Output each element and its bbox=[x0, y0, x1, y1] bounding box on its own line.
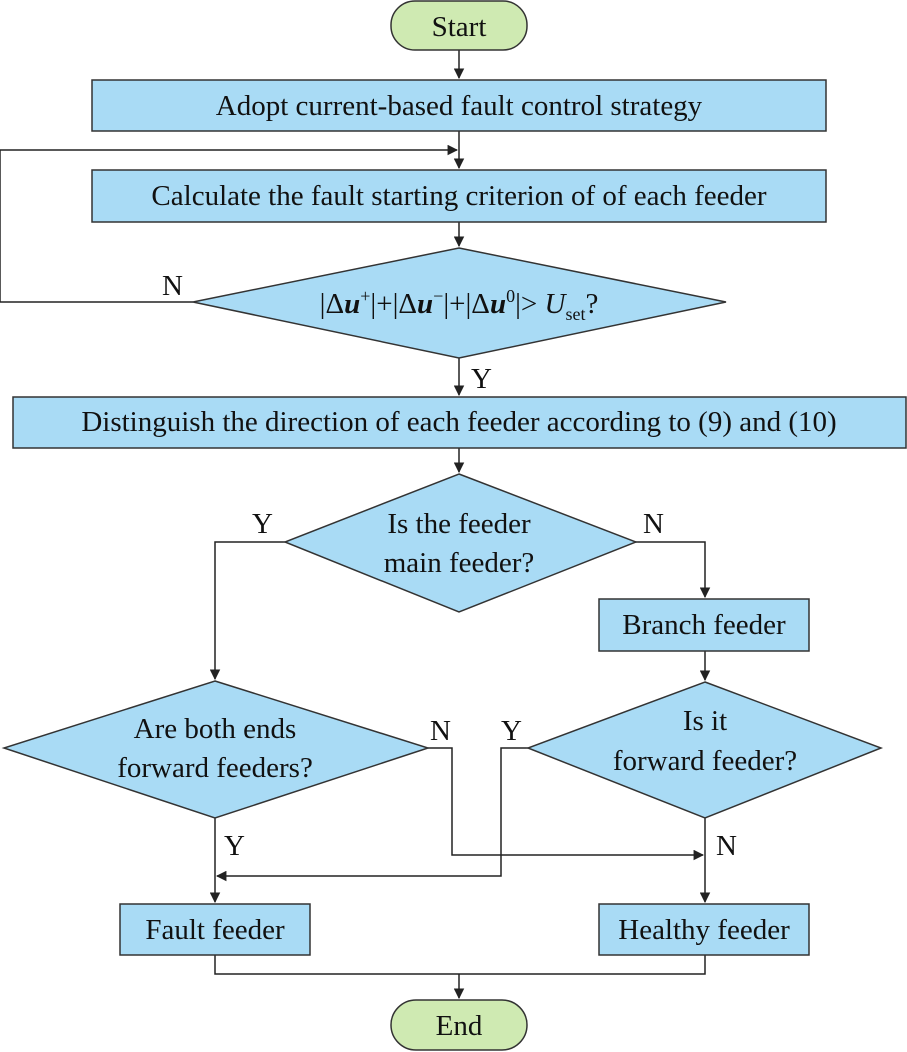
forward-feeder-line2: forward feeder? bbox=[613, 745, 797, 777]
end-terminal: End bbox=[390, 999, 528, 1051]
main-feeder-line2: main feeder? bbox=[384, 547, 535, 579]
label-both-y: Y bbox=[224, 830, 245, 862]
start-label: Start bbox=[432, 11, 487, 43]
edges bbox=[0, 50, 711, 1000]
end-label: End bbox=[436, 1010, 483, 1042]
branch-feeder-box: Branch feeder bbox=[598, 598, 810, 652]
both-ends-line1: Are both ends bbox=[134, 713, 297, 745]
forward-feeder-line1: Is it bbox=[683, 705, 727, 737]
main-feeder-decision: Is the feeder main feeder? bbox=[282, 473, 639, 613]
start-terminal: Start bbox=[390, 0, 528, 51]
edge-merge bbox=[214, 955, 706, 975]
healthy-feeder-box: Healthy feeder bbox=[598, 903, 810, 956]
main-feeder-line1: Is the feeder bbox=[387, 508, 531, 540]
edge-criterion-loop-n bbox=[0, 144, 459, 303]
criterion-decision: |Δu+|+|Δu−|+|Δu0|> Uset? bbox=[192, 247, 727, 359]
label-main-y: Y bbox=[252, 508, 273, 540]
fault-feeder-label: Fault feeder bbox=[145, 914, 285, 946]
healthy-feeder-label: Healthy feeder bbox=[618, 914, 790, 946]
label-fwd-n: N bbox=[716, 830, 737, 862]
adopt-strategy-box: Adopt current-based fault control strate… bbox=[91, 79, 827, 132]
label-criterion-n: N bbox=[162, 270, 183, 302]
calc-criterion-label: Calculate the fault starting criterion o… bbox=[151, 180, 766, 212]
edge-labels: N Y Y N N Y Y N bbox=[162, 270, 737, 862]
edge-mainq-bothq bbox=[209, 541, 285, 681]
edge-bothq-healthy bbox=[428, 747, 705, 861]
adopt-strategy-label: Adopt current-based fault control strate… bbox=[216, 90, 703, 122]
label-both-n: N bbox=[430, 715, 451, 747]
label-fwd-y: Y bbox=[501, 715, 522, 747]
distinguish-direction-label: Distinguish the direction of each feeder… bbox=[81, 406, 836, 438]
distinguish-direction-box: Distinguish the direction of each feeder… bbox=[12, 396, 907, 449]
criterion-formula: |Δu+|+|Δu−|+|Δu0|> Uset? bbox=[320, 286, 599, 324]
label-criterion-y: Y bbox=[471, 363, 492, 395]
fault-feeder-box: Fault feeder bbox=[119, 903, 311, 956]
forward-feeder-decision: Is it forward feeder? bbox=[525, 681, 884, 819]
edge-mainq-branch bbox=[636, 541, 711, 599]
branch-feeder-label: Branch feeder bbox=[622, 609, 786, 641]
label-main-n: N bbox=[643, 508, 664, 540]
both-ends-line2: forward feeders? bbox=[117, 752, 313, 784]
edge-fwdq-fault bbox=[215, 747, 528, 882]
calc-criterion-box: Calculate the fault starting criterion o… bbox=[91, 169, 827, 223]
both-ends-decision: Are both ends forward feeders? bbox=[1, 680, 431, 819]
